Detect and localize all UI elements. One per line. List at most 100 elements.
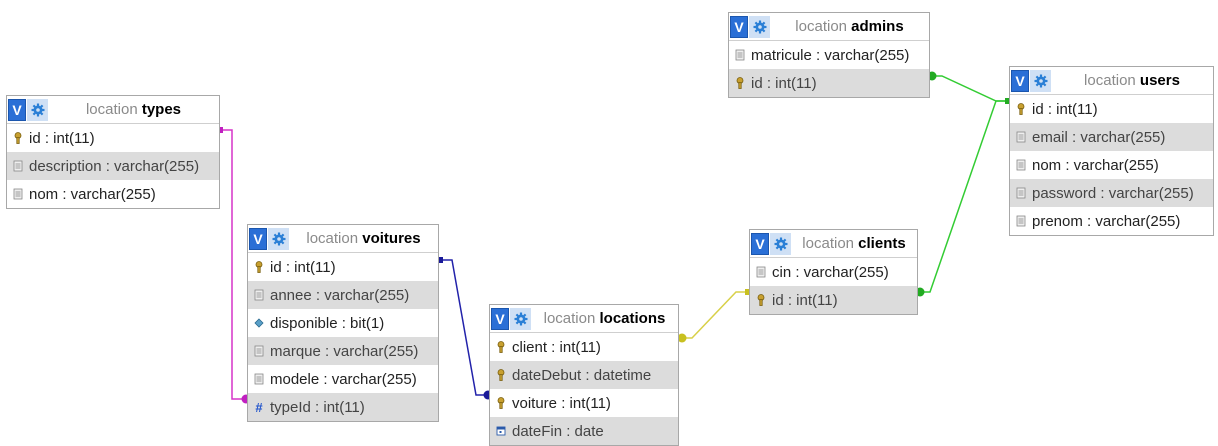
db-label: location (306, 230, 359, 247)
key-icon (13, 132, 23, 144)
toggle-columns-button[interactable]: V (730, 15, 748, 38)
gear-icon[interactable] (770, 232, 791, 255)
field-icon (1016, 159, 1026, 171)
db-label: location (795, 18, 847, 35)
column-label: modele : varchar(255) (270, 370, 417, 388)
column-row[interactable]: dateFin : date (490, 417, 678, 445)
table-admins[interactable]: V location admins matricule : varchar(25… (728, 12, 930, 98)
column-row[interactable]: id : int(11) (750, 286, 917, 314)
table-name: admins (851, 18, 904, 35)
gear-icon[interactable] (268, 227, 289, 250)
hash-icon: # (255, 399, 263, 415)
table-header: V location admins (729, 13, 929, 41)
table-name: clients (858, 235, 906, 252)
table-types[interactable]: V location types id : int(11) descriptio… (6, 95, 220, 209)
column-label: id : int(11) (270, 258, 336, 276)
db-label: location (1084, 72, 1136, 89)
column-row[interactable]: email : varchar(255) (1010, 123, 1213, 151)
column-label: id : int(11) (772, 291, 838, 309)
relation-locations-clients (677, 289, 751, 343)
column-label: client : int(11) (512, 338, 601, 356)
field-icon (1016, 187, 1026, 199)
column-row[interactable]: modele : varchar(255) (248, 365, 438, 393)
field-icon (254, 289, 264, 301)
column-label: id : int(11) (751, 74, 817, 92)
column-row[interactable]: id : int(11) (7, 124, 219, 152)
column-row[interactable]: nom : varchar(255) (7, 180, 219, 208)
column-row[interactable]: # typeId : int(11) (248, 393, 438, 421)
field-icon (254, 345, 264, 357)
column-row[interactable]: annee : varchar(255) (248, 281, 438, 309)
table-title[interactable]: location clients (791, 235, 917, 252)
gear-icon[interactable] (749, 15, 770, 38)
diamond-icon (254, 317, 264, 329)
column-row[interactable]: cin : varchar(255) (750, 258, 917, 286)
table-title[interactable]: location locations (531, 310, 678, 327)
column-label: id : int(11) (1032, 100, 1098, 118)
table-header: V location locations (490, 305, 678, 333)
gear-icon[interactable] (510, 307, 531, 330)
column-row[interactable]: id : int(11) (1010, 95, 1213, 123)
relation-types-voitures (217, 127, 251, 404)
column-row[interactable]: nom : varchar(255) (1010, 151, 1213, 179)
column-row[interactable]: dateDebut : datetime (490, 361, 678, 389)
column-row[interactable]: matricule : varchar(255) (729, 41, 929, 69)
toggle-columns-button[interactable]: V (249, 227, 267, 250)
gear-icon[interactable] (27, 98, 48, 121)
column-label: matricule : varchar(255) (751, 46, 910, 64)
column-row[interactable]: prenom : varchar(255) (1010, 207, 1213, 235)
key-icon (496, 397, 506, 409)
relation-clients-users (915, 100, 1008, 297)
column-row[interactable]: marque : varchar(255) (248, 337, 438, 365)
table-header: V location voitures (248, 225, 438, 253)
table-locations[interactable]: V location locations client : int(11) da… (489, 304, 679, 446)
column-label: marque : varchar(255) (270, 342, 419, 360)
table-clients[interactable]: V location clients cin : varchar(255) id… (749, 229, 918, 315)
gear-icon[interactable] (1030, 69, 1051, 92)
db-label: location (85, 101, 138, 118)
relation-voitures-locations (437, 257, 493, 400)
column-label: dateDebut : datetime (512, 366, 652, 384)
table-title[interactable]: location types (48, 101, 219, 118)
table-header: V location types (7, 96, 219, 124)
table-title[interactable]: location voitures (289, 230, 438, 247)
table-name: voitures (362, 230, 421, 247)
field-icon (735, 49, 745, 61)
table-title[interactable]: location users (1051, 72, 1213, 89)
table-header: V location clients (750, 230, 917, 258)
column-label: password : varchar(255) (1032, 184, 1194, 202)
column-label: voiture : int(11) (512, 394, 611, 412)
column-row[interactable]: id : int(11) (729, 69, 929, 97)
calendar-icon (496, 425, 506, 437)
key-icon (496, 369, 506, 381)
column-label: nom : varchar(255) (1032, 156, 1159, 174)
key-icon (1016, 103, 1026, 115)
column-row[interactable]: description : varchar(255) (7, 152, 219, 180)
column-row[interactable]: client : int(11) (490, 333, 678, 361)
column-row[interactable]: password : varchar(255) (1010, 179, 1213, 207)
table-title[interactable]: location admins (770, 18, 929, 35)
column-label: disponible : bit(1) (270, 314, 385, 332)
key-icon (756, 294, 766, 306)
field-icon (756, 266, 766, 278)
column-label: cin : varchar(255) (772, 263, 889, 281)
column-label: prenom : varchar(255) (1032, 212, 1181, 230)
toggle-columns-button[interactable]: V (1011, 69, 1029, 92)
column-label: typeId : int(11) (270, 398, 365, 416)
column-label: id : int(11) (29, 129, 95, 147)
column-row[interactable]: id : int(11) (248, 253, 438, 281)
relation-admins-users (927, 71, 1011, 104)
field-icon (13, 188, 23, 200)
table-header: V location users (1010, 67, 1213, 95)
column-row[interactable]: disponible : bit(1) (248, 309, 438, 337)
table-voitures[interactable]: V location voitures id : int(11) annee :… (247, 224, 439, 422)
toggle-columns-button[interactable]: V (751, 232, 769, 255)
column-label: nom : varchar(255) (29, 185, 156, 203)
table-name: users (1139, 72, 1180, 89)
toggle-columns-button[interactable]: V (8, 98, 26, 121)
key-icon (496, 341, 506, 353)
toggle-columns-button[interactable]: V (491, 307, 509, 330)
table-users[interactable]: V location users id : int(11) email : va… (1009, 66, 1214, 236)
column-row[interactable]: voiture : int(11) (490, 389, 678, 417)
